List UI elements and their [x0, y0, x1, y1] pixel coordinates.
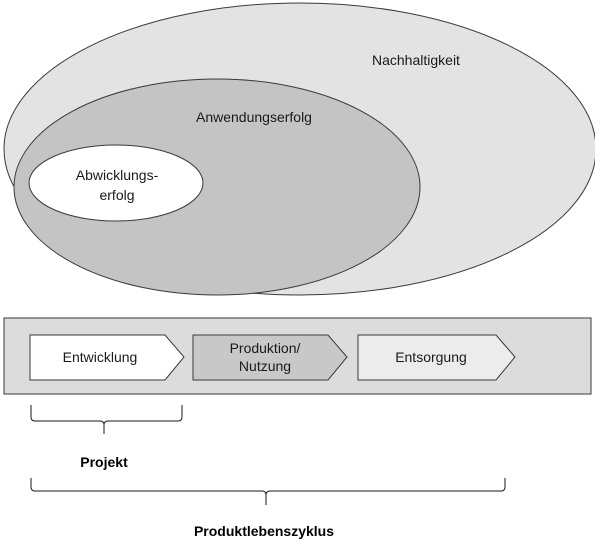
phase-production-arrow — [192, 334, 348, 381]
application-success-label: Anwendungserfolg — [196, 109, 312, 125]
phase-development-arrow — [29, 334, 185, 381]
phase-production-label-line2: Nutzung — [239, 358, 291, 374]
execution-success-ellipse — [28, 144, 204, 222]
phase-disposal-arrow — [357, 334, 516, 381]
project-brace — [30, 405, 183, 434]
phase-disposal-label: Entsorgung — [395, 349, 467, 365]
phase-development-label: Entwicklung — [63, 349, 138, 365]
lifecycle-brace — [30, 478, 506, 505]
execution-success-label-line2: erfolg — [99, 187, 134, 203]
sustainability-label: Nachhaltigkeit — [372, 52, 460, 68]
execution-success-label-line1: Abwicklungs- — [76, 167, 159, 183]
project-label: Projekt — [80, 454, 128, 470]
lifecycle-label: Produktlebenszyklus — [194, 523, 334, 539]
application-success-ellipse — [13, 78, 421, 296]
phase-production-label-line1: Produktion/ — [230, 340, 301, 356]
